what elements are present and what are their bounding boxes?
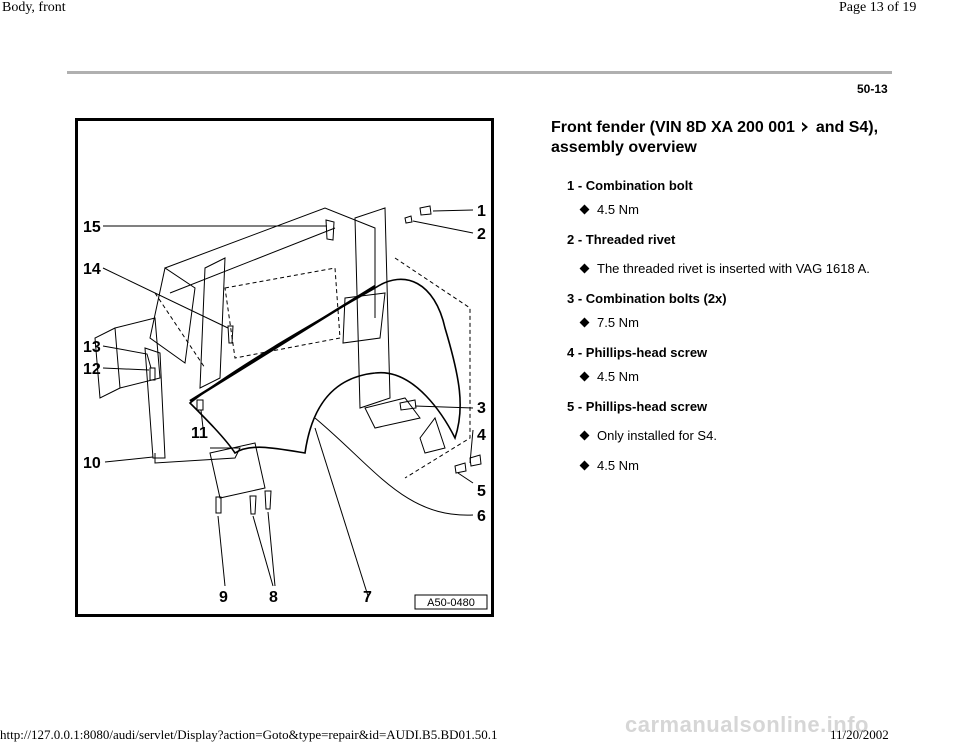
title-text-before: Front fender (VIN 8D XA 200 001 bbox=[551, 119, 800, 136]
callout-4: 4 bbox=[477, 427, 486, 444]
legend-item: 3 - Combination bolts (2x) 7.5 Nm bbox=[567, 291, 887, 331]
parts-legend: 1 - Combination bolt 4.5 Nm 2 - Threaded… bbox=[567, 178, 887, 474]
legend-item-label: 5 - Phillips-head screw bbox=[567, 399, 708, 414]
callout-12: 12 bbox=[83, 361, 101, 378]
diamond-bullet-icon bbox=[579, 204, 590, 215]
legend-note: Only installed for S4. bbox=[576, 428, 887, 444]
page-indicator: Page 13 of 19 bbox=[839, 0, 917, 15]
exploded-view-figure: 1 2 3 4 5 6 7 8 9 10 11 12 13 14 15 A50-… bbox=[75, 118, 494, 617]
legend-note-text: 4.5 Nm bbox=[597, 202, 639, 217]
legend-item-label: 3 - Combination bolts (2x) bbox=[567, 291, 727, 306]
legend-item: 2 - Threaded rivet The threaded rivet is… bbox=[567, 232, 887, 277]
page-title: Front fender (VIN 8D XA 200 001 and S4),… bbox=[551, 118, 881, 158]
diamond-bullet-icon bbox=[579, 263, 590, 274]
callout-9: 9 bbox=[219, 589, 228, 606]
callout-13: 13 bbox=[83, 339, 101, 356]
diamond-bullet-icon bbox=[579, 460, 590, 471]
legend-note-text: Only installed for S4. bbox=[597, 428, 717, 443]
legend-note-text: 4.5 Nm bbox=[597, 458, 639, 473]
watermark-logo: carmanualsonline.info bbox=[625, 712, 869, 737]
diamond-bullet-icon bbox=[579, 317, 590, 328]
legend-item-label: 2 - Threaded rivet bbox=[567, 232, 676, 247]
fender-assembly-diagram: 1 2 3 4 5 6 7 8 9 10 11 12 13 14 15 A50-… bbox=[75, 118, 494, 617]
title-text-after: and S4), assembly overview bbox=[551, 119, 879, 156]
legend-note-text: 4.5 Nm bbox=[597, 369, 639, 384]
legend-note-text: 7.5 Nm bbox=[597, 315, 639, 330]
legend-note-text: The threaded rivet is inserted with VAG … bbox=[597, 261, 870, 276]
legend-note: 4.5 Nm bbox=[576, 369, 887, 385]
legend-item-label: 1 - Combination bolt bbox=[567, 178, 693, 193]
legend-item: 5 - Phillips-head screw Only installed f… bbox=[567, 399, 887, 474]
chevron-right-icon bbox=[802, 122, 809, 132]
diamond-bullet-icon bbox=[579, 371, 590, 382]
callout-5: 5 bbox=[477, 483, 486, 500]
legend-note: The threaded rivet is inserted with VAG … bbox=[576, 261, 887, 277]
callout-3: 3 bbox=[477, 400, 486, 417]
legend-item-label: 4 - Phillips-head screw bbox=[567, 345, 708, 360]
callout-14: 14 bbox=[83, 261, 101, 278]
legend-note: 4.5 Nm bbox=[576, 202, 887, 218]
footer-url[interactable]: http://127.0.0.1:8080/audi/servlet/Displ… bbox=[0, 727, 498, 742]
callout-8: 8 bbox=[269, 589, 278, 606]
legend-note: 4.5 Nm bbox=[576, 458, 887, 474]
page-code: 50-13 bbox=[857, 82, 888, 96]
callout-10: 10 bbox=[83, 455, 101, 472]
callout-15: 15 bbox=[83, 219, 101, 236]
callout-2: 2 bbox=[477, 226, 486, 243]
header-title: Body, front bbox=[2, 0, 66, 15]
callout-11: 11 bbox=[191, 425, 208, 442]
callout-7: 7 bbox=[363, 589, 372, 606]
diamond-bullet-icon bbox=[579, 430, 590, 441]
footer-date: 11/20/2002 bbox=[830, 727, 889, 742]
callout-6: 6 bbox=[477, 508, 486, 525]
figure-code: A50-0480 bbox=[427, 597, 475, 609]
legend-item: 4 - Phillips-head screw 4.5 Nm bbox=[567, 345, 887, 385]
header-rule bbox=[67, 71, 892, 74]
legend-item: 1 - Combination bolt 4.5 Nm bbox=[567, 178, 887, 218]
legend-note: 7.5 Nm bbox=[576, 315, 887, 331]
callout-1: 1 bbox=[477, 203, 486, 220]
